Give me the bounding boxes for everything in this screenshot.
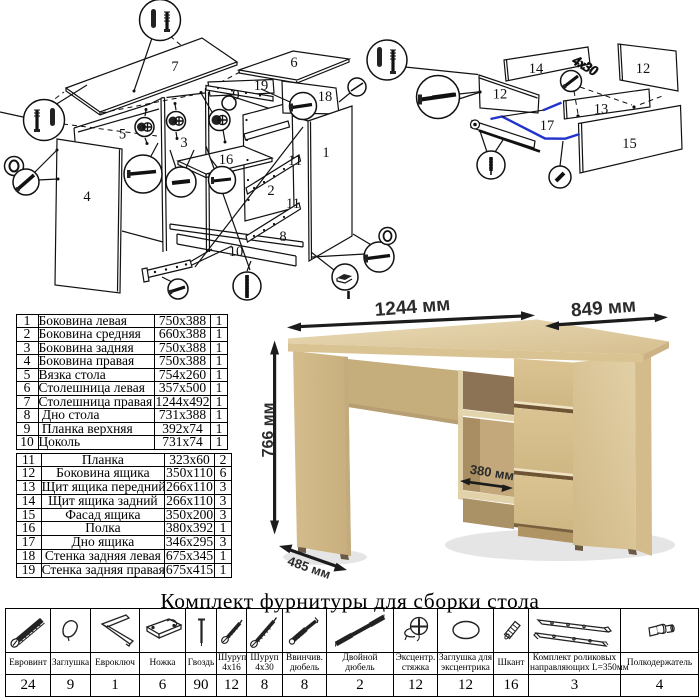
svg-text:9: 9 — [232, 88, 239, 104]
svg-text:10: 10 — [229, 244, 244, 260]
svg-text:11: 11 — [288, 153, 302, 169]
svg-text:1: 1 — [322, 145, 329, 161]
svg-text:12: 12 — [636, 61, 651, 77]
svg-text:8: 8 — [279, 229, 286, 245]
svg-text:11: 11 — [286, 196, 300, 212]
svg-text:4: 4 — [83, 189, 91, 205]
svg-text:380 мм: 380 мм — [469, 462, 515, 484]
svg-text:13: 13 — [594, 102, 609, 118]
svg-text:16: 16 — [219, 152, 234, 168]
svg-text:2: 2 — [267, 183, 274, 199]
svg-text:7: 7 — [171, 59, 178, 75]
svg-text:1244 мм: 1244 мм — [374, 294, 451, 321]
svg-text:17: 17 — [540, 118, 555, 134]
svg-text:15: 15 — [622, 136, 637, 152]
svg-text:14: 14 — [529, 61, 544, 77]
svg-text:19: 19 — [254, 78, 269, 94]
svg-text:849 мм: 849 мм — [570, 295, 637, 321]
svg-text:766 мм: 766 мм — [260, 403, 277, 458]
svg-text:18: 18 — [318, 89, 333, 105]
svg-text:6: 6 — [290, 55, 297, 71]
svg-text:3: 3 — [180, 135, 187, 151]
svg-text:5: 5 — [119, 127, 126, 143]
svg-text:12: 12 — [493, 87, 508, 103]
